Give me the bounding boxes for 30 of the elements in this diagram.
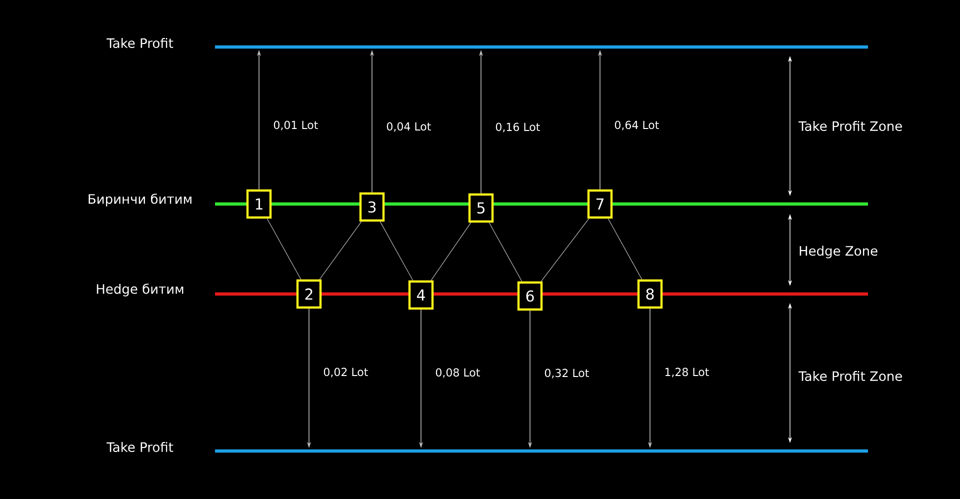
lot-label: 0,16 Lot bbox=[496, 122, 540, 132]
number-box: 1 bbox=[246, 189, 272, 219]
zone-label: Take Profit Zone bbox=[798, 370, 902, 382]
number-box: 7 bbox=[587, 189, 613, 219]
number-box: 5 bbox=[468, 193, 494, 223]
number-box: 4 bbox=[408, 280, 434, 310]
lot-label: 0,64 Lot bbox=[614, 120, 659, 130]
lot-label: 0,04 Lot bbox=[386, 122, 431, 132]
connector-line bbox=[319, 221, 362, 280]
level-label: Take Profit bbox=[106, 38, 174, 48]
connector-line bbox=[430, 222, 472, 281]
number-box: 2 bbox=[296, 279, 322, 309]
number-box: 8 bbox=[637, 279, 663, 309]
lot-label: 0,32 Lot bbox=[544, 368, 589, 378]
connector-line bbox=[266, 218, 302, 280]
level-label: Биринчи битим bbox=[88, 194, 192, 206]
connector-line bbox=[488, 222, 522, 282]
level-label: Hedge битим bbox=[96, 284, 184, 296]
lot-label: 1,28 Lot bbox=[665, 368, 709, 378]
lot-label: 0,08 Lot bbox=[436, 368, 480, 378]
lot-label: 0,02 Lot bbox=[324, 368, 368, 378]
number-box: 6 bbox=[517, 281, 543, 311]
lot-label: 0,01 Lot bbox=[274, 120, 318, 130]
level-label: Take Profit bbox=[106, 442, 174, 452]
connector-line bbox=[540, 218, 590, 282]
zone-label: Hedge Zone bbox=[800, 246, 878, 258]
zone-label: Take Profit Zone bbox=[798, 120, 902, 132]
number-box: 3 bbox=[359, 192, 385, 222]
connector-line bbox=[380, 221, 414, 281]
connector-line bbox=[608, 218, 642, 280]
